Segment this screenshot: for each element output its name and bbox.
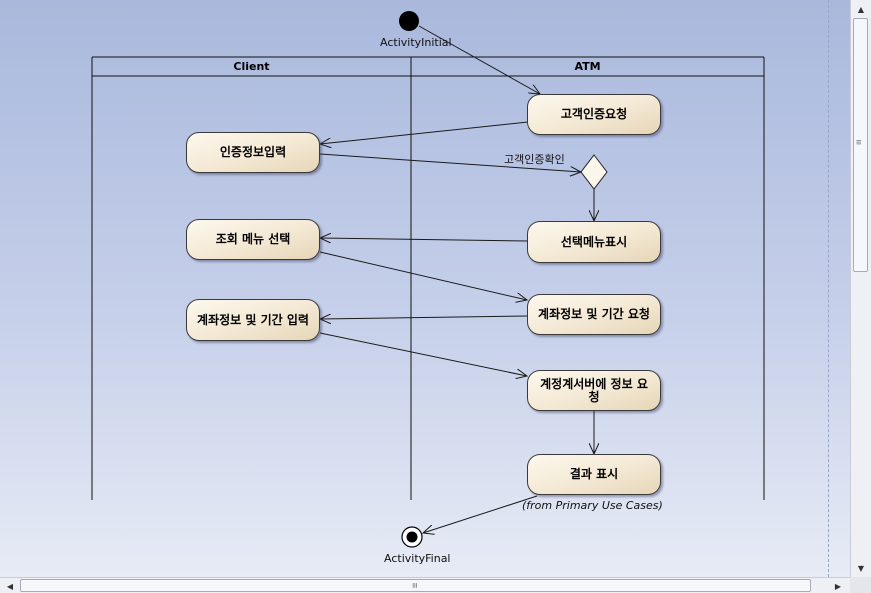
flow-auth-request-to-auth-input: [320, 121, 529, 144]
lane-header-atm[interactable]: ATM: [574, 60, 601, 73]
flow-result-to-final: [423, 495, 538, 533]
action-menu-select[interactable]: 조회 메뉴 선택: [186, 219, 320, 260]
vertical-scroll-thumb[interactable]: ≡: [853, 18, 868, 272]
activity-diagram-svg: [91, 11, 765, 548]
activity-initial-node[interactable]: [399, 11, 419, 31]
action-auth-input[interactable]: 인증정보입력: [186, 132, 320, 173]
swimlane-frame: [91, 56, 765, 500]
lane-header-client[interactable]: Client: [233, 60, 270, 73]
horizontal-grip-icon: ≡: [409, 582, 420, 589]
action-account-input[interactable]: 계좌정보 및 기간 입력: [186, 299, 320, 341]
activity-final-label: ActivityFinal: [384, 552, 451, 565]
horizontal-scroll-thumb[interactable]: ≡: [20, 579, 811, 592]
vertical-grip-icon: ≡: [856, 138, 862, 148]
activity-final-node[interactable]: [401, 526, 423, 548]
action-account-request[interactable]: 계좌정보 및 기간 요청: [527, 294, 661, 335]
decision-node[interactable]: [580, 154, 608, 190]
action-menu-display[interactable]: 선택메뉴표시: [527, 221, 661, 263]
action-result-display[interactable]: 결과 표시: [527, 454, 661, 495]
horizontal-scrollbar[interactable]: ◀ ≡ ▶: [0, 577, 850, 593]
control-flows: [319, 25, 594, 533]
scroll-up-icon[interactable]: ▲: [857, 4, 865, 14]
scroll-left-icon[interactable]: ◀: [6, 581, 14, 591]
flow-auth-input-to-decision: [319, 153, 581, 172]
activity-initial-label: ActivityInitial: [380, 36, 452, 49]
flow-account-input-to-server-request: [319, 332, 527, 376]
decision-label: 고객인증확인: [504, 153, 565, 166]
flow-menu-display-to-menu-select: [320, 238, 529, 241]
vertical-scrollbar[interactable]: ▲ ≡ ▼: [850, 0, 871, 577]
page-margin-line: [828, 0, 829, 577]
diagram-canvas[interactable]: Client ATM ActivityInitial ActivityFinal…: [0, 0, 850, 577]
flow-menu-select-to-account-request: [319, 251, 527, 300]
action-server-request[interactable]: 계정계서버에 정보 요청: [527, 370, 661, 411]
scroll-down-icon[interactable]: ▼: [857, 563, 865, 573]
flow-account-request-to-account-input: [320, 316, 529, 319]
from-package-note: (from Primary Use Cases): [522, 499, 663, 512]
action-auth-request[interactable]: 고객인증요청: [527, 94, 661, 135]
flow-initial-to-auth-request: [418, 25, 540, 94]
scroll-right-icon[interactable]: ▶: [834, 581, 842, 591]
scrollbar-corner: [850, 577, 871, 593]
